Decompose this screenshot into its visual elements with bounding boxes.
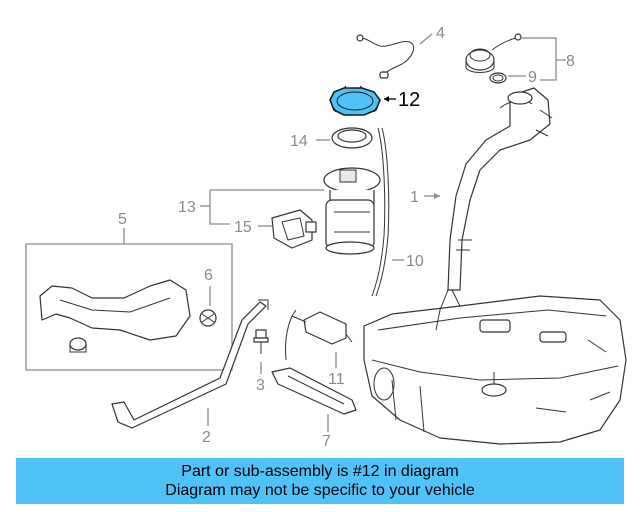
part-5-heat-shield[interactable] (39, 279, 191, 353)
banner-line-1: Part or sub-assembly is #12 in diagram (181, 463, 459, 480)
part-4-sensor-wire[interactable] (356, 34, 415, 79)
part-13-fuel-pump-module[interactable] (323, 167, 381, 255)
callout-13: 13 (178, 199, 196, 216)
callout-10: 10 (406, 253, 424, 270)
callout-4: 4 (436, 25, 445, 42)
part-11-fuel-filter[interactable] (285, 309, 353, 361)
callout-14: 14 (290, 133, 308, 150)
fuel-tank[interactable] (363, 289, 627, 445)
info-banner: Part or sub-assembly is #12 in diagram D… (16, 458, 624, 504)
callout-5: 5 (118, 211, 127, 228)
part-12-gasket-highlighted[interactable] (329, 85, 381, 116)
part-7-shield-plate[interactable] (271, 367, 357, 415)
callout-2: 2 (202, 429, 211, 446)
part-6-clip[interactable] (199, 309, 217, 327)
parts-diagram: 4 8 9 12 14 13 (25, 25, 627, 450)
part-1-filler-neck[interactable] (447, 87, 553, 291)
part-15-sender-unit[interactable] (271, 209, 317, 249)
callout-3: 3 (256, 377, 265, 394)
callout-8: 8 (566, 53, 575, 70)
banner-line-2: Diagram may not be specific to your vehi… (165, 482, 475, 499)
part-2-tank-strap[interactable] (111, 299, 269, 429)
part-8-filler-cap[interactable] (465, 33, 522, 73)
callout-7: 7 (322, 433, 331, 450)
callout-6: 6 (204, 267, 213, 284)
callout-1: 1 (410, 189, 419, 206)
callout-12: 12 (398, 89, 420, 111)
part-9-cap-seal[interactable] (489, 72, 507, 84)
callout-11: 11 (328, 371, 345, 388)
callout-15: 15 (234, 219, 252, 236)
callout-9: 9 (528, 69, 537, 86)
part-14-lock-ring[interactable] (331, 127, 373, 149)
part-10-vent-hose[interactable] (371, 127, 390, 297)
part-3-bolt[interactable] (253, 329, 269, 354)
